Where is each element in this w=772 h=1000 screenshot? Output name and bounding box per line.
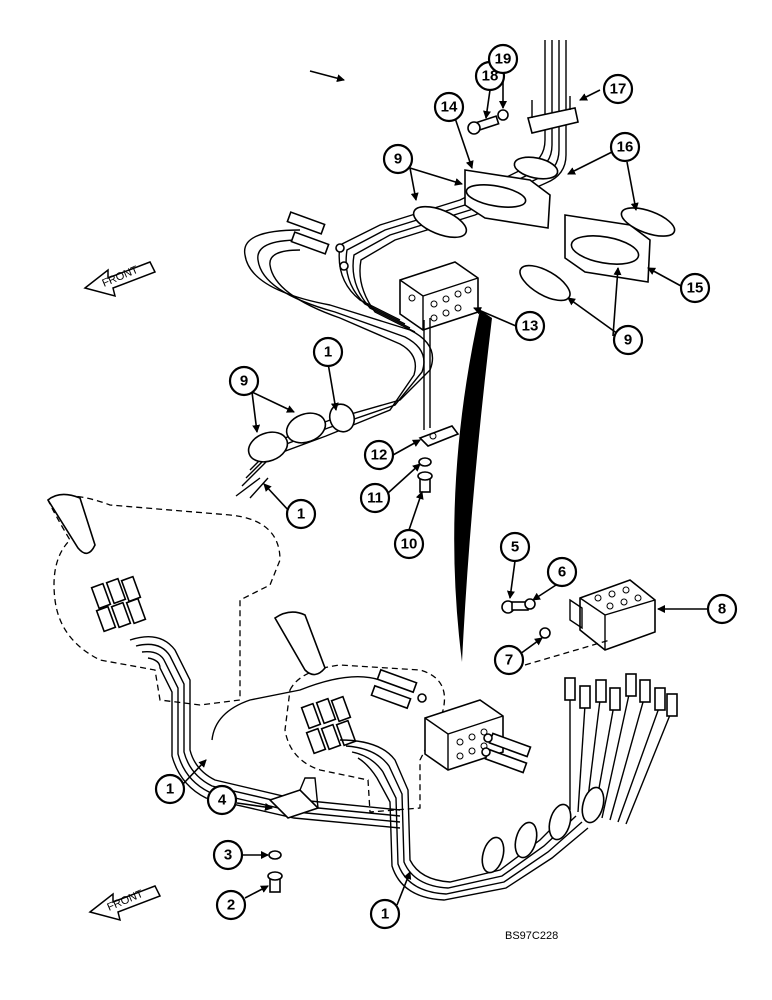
- svg-text:1: 1: [381, 906, 389, 923]
- lower-hose-bundle: [129, 636, 589, 901]
- svg-text:2: 2: [227, 897, 235, 914]
- front-arrow-lower: FRONT: [88, 885, 162, 922]
- callout-17: 17: [602, 73, 634, 105]
- upper-hose-bundle: [235, 40, 567, 499]
- left-valve-fittings: [90, 575, 147, 633]
- callout-1: 1: [369, 898, 401, 930]
- bolt-18: [467, 115, 500, 135]
- right-valve-fittings: [300, 695, 357, 755]
- grommets-upper: [247, 205, 571, 463]
- clamp-block-14: [464, 156, 559, 229]
- callout-15: 15: [679, 272, 711, 304]
- washer-6: [524, 598, 536, 610]
- bolt-2: [267, 871, 283, 893]
- manifold-block-upper: [399, 261, 479, 331]
- leader-lines: [182, 70, 708, 906]
- callout-3: 3: [212, 839, 244, 871]
- svg-text:3: 3: [224, 847, 232, 864]
- callout-16: 16: [609, 131, 641, 163]
- callout-7: 7: [493, 644, 525, 676]
- callout-8: 8: [706, 593, 738, 625]
- upper-hose-fittings: [286, 211, 349, 271]
- bolt-10: [417, 471, 433, 493]
- clamp-12: [418, 318, 460, 447]
- svg-text:13: 13: [522, 318, 539, 335]
- callout-1: 1: [312, 336, 344, 368]
- clamp-block-15: [564, 207, 676, 283]
- svg-text:11: 11: [367, 490, 383, 507]
- right-valve-housing: [273, 611, 446, 813]
- callout-1: 1: [154, 773, 186, 805]
- svg-text:4: 4: [218, 792, 227, 809]
- callout-13: 13: [514, 310, 546, 342]
- callout-1: 1: [285, 498, 317, 530]
- callout-19: 19: [487, 43, 519, 75]
- clamp-4: [268, 777, 320, 819]
- svg-text:10: 10: [401, 536, 418, 553]
- svg-text:19: 19: [495, 51, 512, 68]
- callout-12: 12: [363, 439, 395, 471]
- callout-11: 11: [359, 482, 391, 514]
- callout-4: 4: [206, 784, 238, 816]
- svg-text:1: 1: [324, 344, 332, 361]
- svg-text:5: 5: [511, 539, 519, 556]
- lower-block-fittings: [370, 668, 532, 774]
- callout-6: 6: [546, 556, 578, 588]
- front-arrow-upper: FRONT: [83, 261, 157, 298]
- connection-arrow: [454, 310, 492, 662]
- bracket-17: [527, 96, 579, 134]
- callout-2: 2: [215, 889, 247, 921]
- svg-text:7: 7: [505, 652, 513, 669]
- svg-text:1: 1: [297, 506, 305, 523]
- svg-text:15: 15: [687, 280, 704, 297]
- svg-text:1: 1: [166, 781, 174, 798]
- washer-19: [497, 109, 509, 121]
- nut-3: [268, 850, 282, 860]
- svg-text:18: 18: [482, 68, 499, 85]
- grommets-lower: [481, 786, 605, 874]
- detail-block-8: [524, 579, 656, 666]
- svg-text:6: 6: [558, 564, 566, 581]
- svg-text:9: 9: [394, 151, 402, 168]
- figure-code: BS97C228: [505, 930, 559, 942]
- svg-text:9: 9: [624, 332, 632, 349]
- callout-9: 9: [228, 365, 260, 397]
- svg-text:17: 17: [610, 81, 627, 98]
- callout-9: 9: [612, 324, 644, 356]
- output-hose-fan: [564, 673, 678, 825]
- svg-text:8: 8: [718, 601, 726, 618]
- left-valve-housing: [46, 493, 281, 706]
- bolt-5: [501, 600, 529, 614]
- callout-14: 14: [433, 91, 465, 123]
- bolt-7: [539, 627, 551, 639]
- callout-5: 5: [499, 531, 531, 563]
- callout-10: 10: [393, 528, 425, 560]
- callout-9: 9: [382, 143, 414, 175]
- svg-text:12: 12: [371, 447, 388, 464]
- svg-text:9: 9: [240, 373, 248, 390]
- svg-text:16: 16: [617, 139, 634, 156]
- svg-text:14: 14: [441, 99, 458, 116]
- nut-11: [418, 457, 432, 467]
